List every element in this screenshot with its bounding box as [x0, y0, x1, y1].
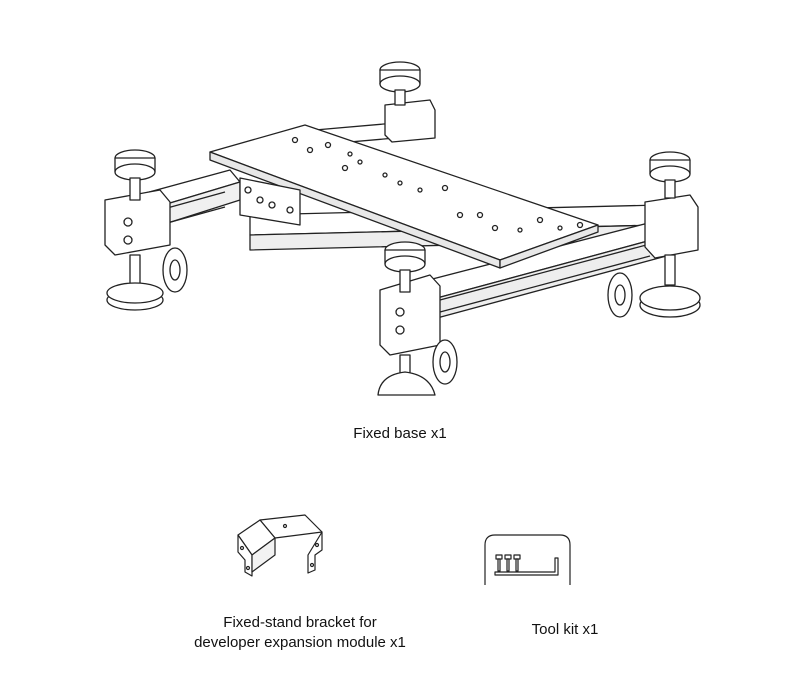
tool-kit-drawing: [480, 530, 575, 590]
bracket-drawing: [230, 510, 330, 590]
bracket-caption: Fixed-stand bracket for developer expans…: [194, 614, 406, 651]
tool-kit-caption: Tool kit x1: [531, 621, 599, 638]
fixed-base-drawing: [100, 50, 720, 400]
fixed-base-caption: Fixed base x1: [353, 425, 447, 442]
